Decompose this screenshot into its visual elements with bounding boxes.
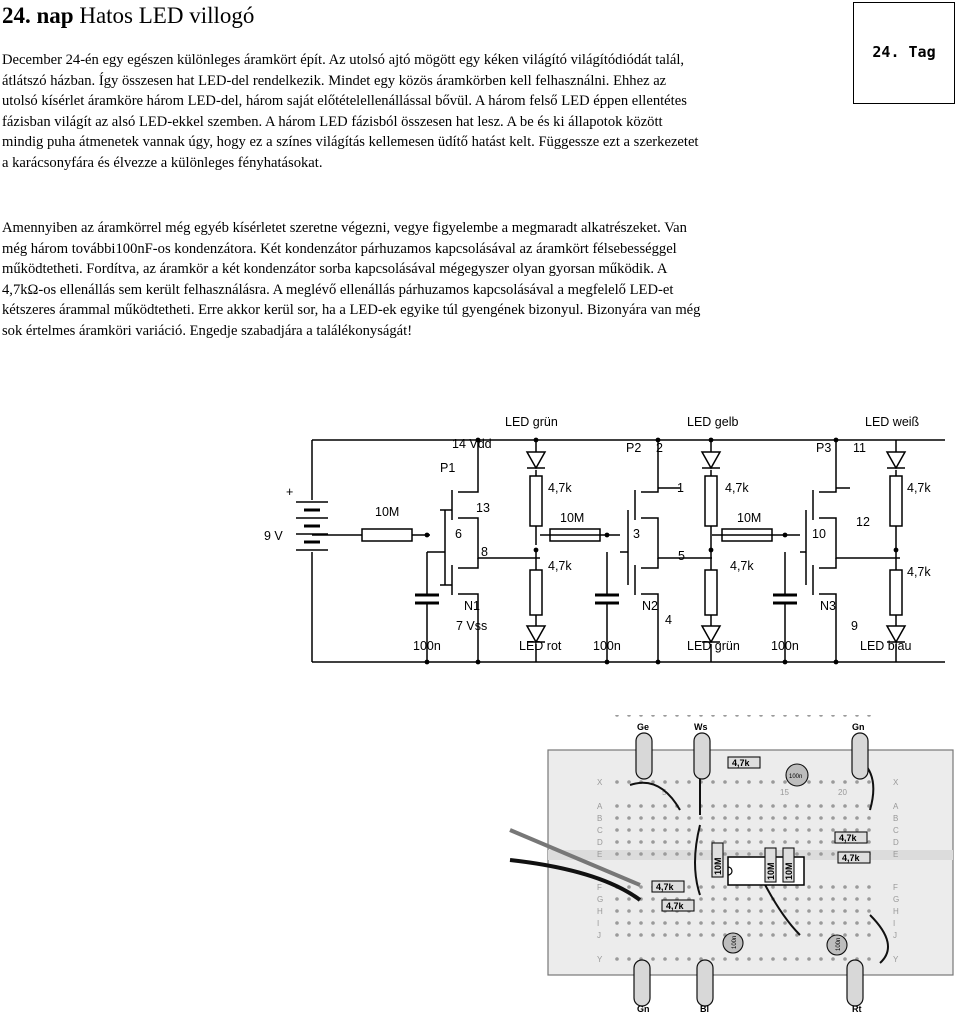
pin-vdd-label: 14 Vdd [452,437,492,451]
res-4k7-label-6: 4,7k [907,565,931,579]
led-label-top-2: LED gelb [687,415,738,429]
row-letter-i-left: I [597,919,599,928]
transistor-n1-label: N1 [464,599,480,613]
led-rt-label: Rt [852,1004,862,1014]
led-gn-bottom-label: Gn [637,1004,650,1014]
pin-1-label: 1 [677,481,684,495]
row-letter-h-right: H [893,907,899,916]
row-letter-e-right: E [893,850,898,859]
res-4k7-label-4: 4,7k [730,559,754,573]
row-letter-g-right: G [893,895,899,904]
led-ws-label: Ws [694,722,708,732]
bb-res-4k7-4: 4,7k [656,882,675,892]
pin-5-label: 5 [678,549,685,563]
row-letter-c-left: C [597,826,603,835]
battery-plus-label: + [286,485,293,499]
pin-vss-label: 7 Vss [456,619,487,633]
transistor-p1-label: P1 [440,461,455,475]
res-10m-label-3: 10M [737,511,761,525]
res-4k7-label-1: 4,7k [548,481,572,495]
transistor-p2-label: P2 [626,441,641,455]
day-tag-label: 24. Tag [872,43,936,61]
bb-cap-1: 100n [789,774,802,780]
led-bl-label: Bl [700,1004,709,1014]
row-letter-j-right: J [893,931,897,940]
col-number-20: 20 [838,788,847,797]
transistor-n3-label: N3 [820,599,836,613]
row-letter-y-right: Y [893,955,899,964]
bb-res-4k7-3: 4,7k [842,853,861,863]
transistor-n2-label: N2 [642,599,658,613]
day-number: 24. nap [2,3,74,28]
variations-paragraph: Amennyiben az áramkörrel még egyéb kísér… [2,220,701,339]
led-label-bottom-1: LED rot [519,639,562,653]
battery-voltage-label: 9 V [264,529,283,543]
bb-res-10m-3: 10M [784,862,794,880]
pin-12-label: 12 [856,515,870,529]
row-letter-d-left: D [597,838,603,847]
row-letter-f-left: F [597,883,602,892]
row-letter-x-left: X [597,778,603,787]
res-10m-label-2: 10M [560,511,584,525]
led-label-bottom-3: LED blau [860,639,911,653]
row-letter-e-left: E [597,850,602,859]
row-letter-c-right: C [893,826,899,835]
intro-paragraph: December 24-én egy egészen különleges ár… [2,52,699,171]
circuit-schematic: + 9 V LED grün LED gelb LED weiß LED rot… [264,415,945,665]
row-letter-b-right: B [893,814,898,823]
bb-res-4k7-5: 4,7k [666,901,685,911]
row-letter-h-left: H [597,907,603,916]
pin-9-label: 9 [851,619,858,633]
bb-res-10m-2: 10M [766,862,776,880]
row-letter-a-right: A [893,802,899,811]
pin-2-label: 2 [656,441,663,455]
bb-res-10m-1: 10M [713,857,723,875]
pin-6-label: 6 [455,527,462,541]
bb-cap-3: 100n [836,938,842,951]
pin-3-label: 3 [633,527,640,541]
cap-label-1: 100n [413,639,441,653]
led-label-top-1: LED grün [505,415,558,429]
res-4k7-label-5: 4,7k [907,481,931,495]
day-tag-box: 24. Tag [853,2,955,104]
pin-11-label: 11 [853,441,866,455]
row-letter-x-right: X [893,778,899,787]
res-4k7-label-3: 4,7k [725,481,749,495]
row-letter-d-right: D [893,838,899,847]
pin-13-label: 13 [476,501,490,515]
cap-label-3: 100n [771,639,799,653]
row-letter-b-left: B [597,814,602,823]
col-number-15: 15 [780,788,789,797]
row-letter-a-left: A [597,802,603,811]
row-letter-y-left: Y [597,955,603,964]
pin-10-label: 10 [812,527,826,541]
row-letter-g-left: G [597,895,603,904]
breadboard-layout: X A B C D E F G H I J Y X A B C D E F G … [509,715,954,1014]
row-letter-i-right: I [893,919,895,928]
col-number-5: 5 [662,788,667,797]
res-4k7-label-2: 4,7k [548,559,572,573]
bb-res-4k7-1: 4,7k [732,758,751,768]
page-title: 24. nap Hatos LED villogó [2,2,254,30]
pin-8-label: 8 [481,545,488,559]
row-letter-j-left: J [597,931,601,940]
cap-label-2: 100n [593,639,621,653]
res-10m-label-1: 10M [375,505,399,519]
bb-res-4k7-2: 4,7k [839,833,858,843]
led-label-top-3: LED weiß [865,415,920,429]
transistor-p3-label: P3 [816,441,831,455]
led-label-bottom-2: LED grün [687,639,740,653]
day-title: Hatos LED villogó [79,3,255,28]
led-ge-label: Ge [637,722,649,732]
pin-4-label: 4 [665,613,672,627]
bb-cap-2: 100n [732,936,738,949]
row-letter-f-right: F [893,883,898,892]
led-gn-top-label: Gn [852,722,865,732]
